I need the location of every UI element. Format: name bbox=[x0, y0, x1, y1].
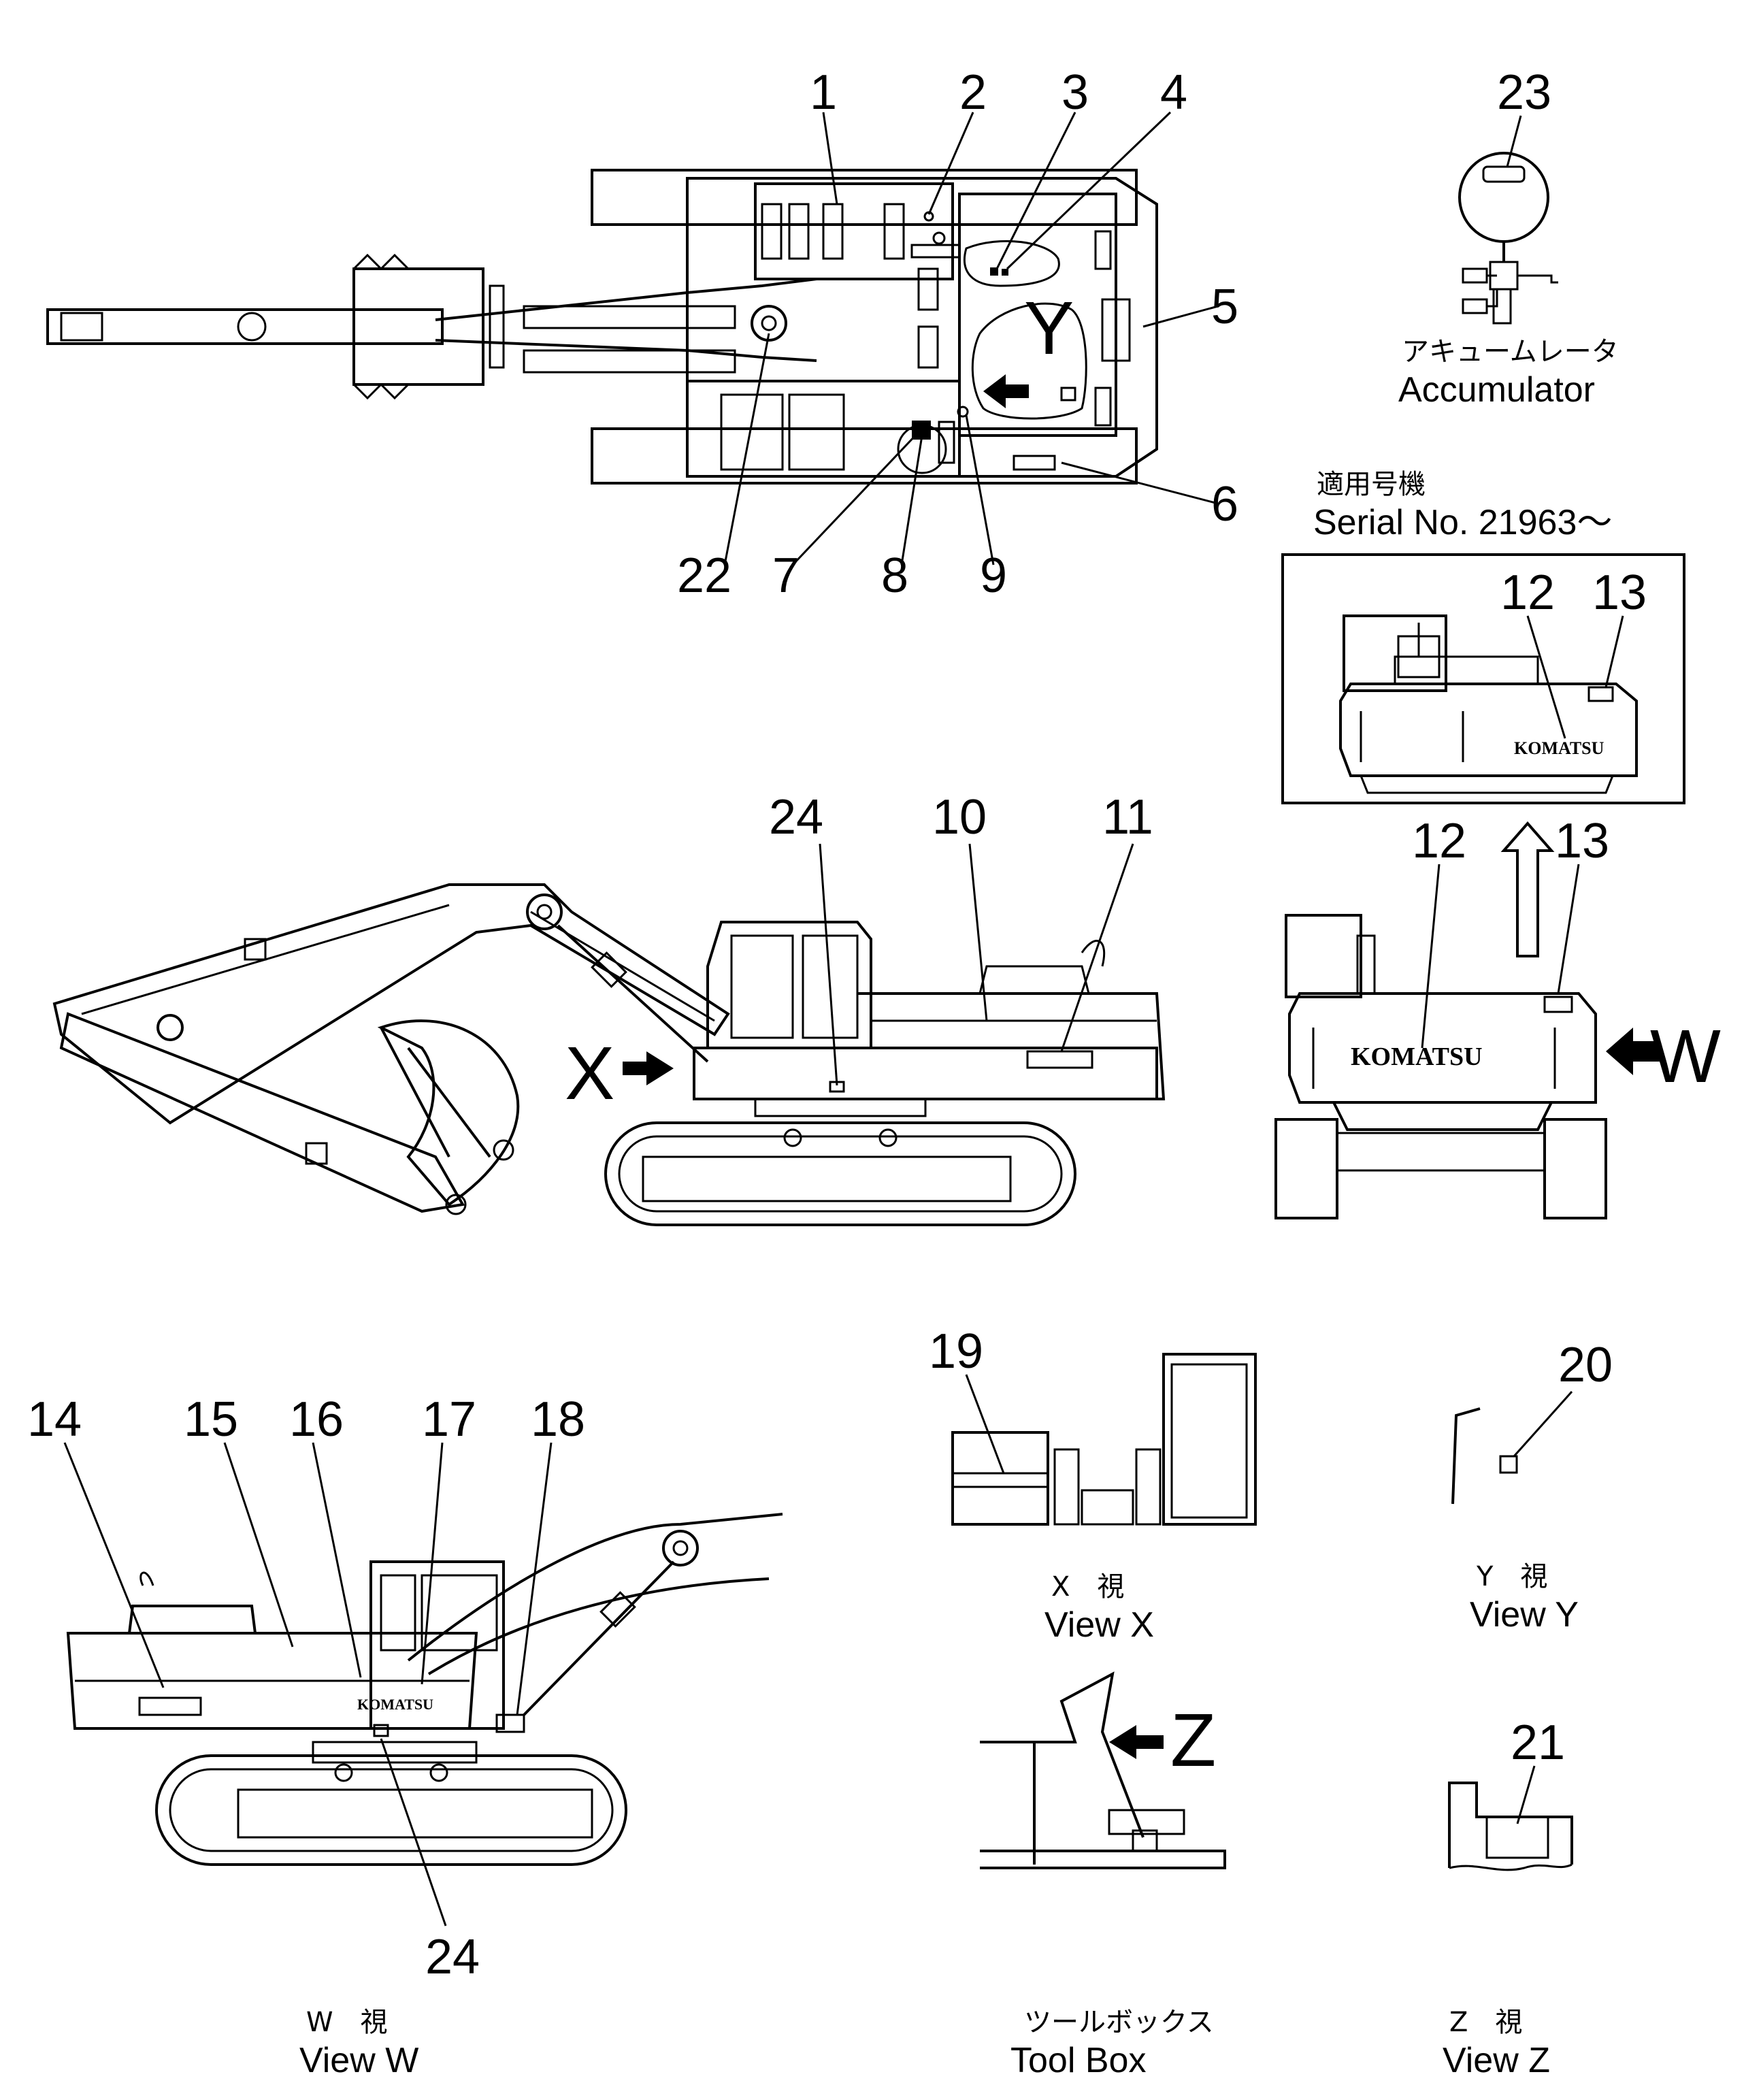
callout-13-upper: 13 bbox=[1592, 565, 1647, 620]
callout-11: 11 bbox=[1102, 790, 1153, 844]
tool-box-caption: Tool Box bbox=[1010, 2041, 1146, 2080]
view-w-caption: View W bbox=[299, 2041, 418, 2080]
callout-12-upper: 12 bbox=[1500, 565, 1555, 620]
view-w-detail: KOMATSU 14 15 16 17 18 24 W 視 View W bbox=[27, 1392, 783, 2080]
callout-16: 16 bbox=[289, 1392, 344, 1447]
view-y-caption: View Y bbox=[1470, 1595, 1579, 1635]
view-y-caption-jp: Y 視 bbox=[1476, 1561, 1547, 1592]
callout-14: 14 bbox=[27, 1392, 82, 1447]
callout-7: 7 bbox=[772, 548, 800, 603]
view-x-arrow-label: X bbox=[565, 1032, 614, 1115]
view-y-detail: 20 Y 視 View Y bbox=[1453, 1338, 1613, 1635]
callout-1: 1 bbox=[810, 65, 837, 120]
accumulator-label: Accumulator bbox=[1398, 370, 1595, 410]
callout-21: 21 bbox=[1511, 1716, 1565, 1770]
callout-24-side: 24 bbox=[769, 790, 823, 844]
top-view-callouts: 1 2 3 4 5 6 22 7 8 9 Y bbox=[677, 65, 1238, 603]
callout-23: 23 bbox=[1497, 65, 1551, 120]
callout-20: 20 bbox=[1558, 1338, 1613, 1392]
view-w-caption-jp: W 視 bbox=[306, 2007, 388, 2038]
callout-6: 6 bbox=[1211, 477, 1238, 531]
view-w-arrow-label: W bbox=[1650, 1015, 1721, 1098]
callout-10: 10 bbox=[932, 790, 987, 844]
side-view-excavator: X bbox=[54, 885, 1164, 1225]
callout-12-lower: 12 bbox=[1412, 814, 1466, 868]
callout-2: 2 bbox=[959, 65, 987, 120]
view-z-caption: View Z bbox=[1443, 2041, 1550, 2080]
callout-9: 9 bbox=[980, 548, 1007, 603]
callout-24-view-w: 24 bbox=[425, 1930, 480, 1984]
view-z-detail: 21 Z 視 View Z bbox=[1443, 1716, 1572, 2080]
callout-8: 8 bbox=[881, 548, 908, 603]
accumulator-label-jp: アキュームレータ bbox=[1402, 336, 1619, 367]
callout-18: 18 bbox=[531, 1392, 585, 1447]
top-view-leaders bbox=[725, 112, 1218, 565]
tool-box-caption-jp: ツールボックス bbox=[1024, 2007, 1214, 2038]
view-y-arrow-label: Y bbox=[1024, 286, 1074, 370]
callout-17: 17 bbox=[422, 1392, 476, 1447]
brand-logo-view-w: KOMATSU bbox=[357, 1696, 433, 1713]
view-z-arrow-label: Z bbox=[1170, 1699, 1216, 1782]
view-x-detail: 19 X 視 View X bbox=[929, 1324, 1255, 1645]
serial-label: Serial No. 21963～ bbox=[1313, 503, 1612, 542]
brand-logo-lower: KOMATSU bbox=[1351, 1043, 1483, 1071]
callout-4: 4 bbox=[1160, 65, 1187, 120]
view-x-caption-jp: X 視 bbox=[1051, 1571, 1124, 1603]
rear-view-new-serial: KOMATSU 12 13 bbox=[1283, 555, 1684, 803]
view-z-caption-jp: Z 視 bbox=[1449, 2007, 1522, 2038]
view-x-caption: View X bbox=[1044, 1605, 1154, 1645]
callout-13-lower: 13 bbox=[1555, 814, 1609, 868]
callout-15: 15 bbox=[184, 1392, 238, 1447]
callout-19: 19 bbox=[929, 1324, 983, 1379]
tool-box-detail: Z ツールボックス Tool Box bbox=[980, 1674, 1225, 2080]
callout-5: 5 bbox=[1211, 280, 1238, 334]
top-view-excavator bbox=[48, 170, 1157, 483]
callout-22: 22 bbox=[677, 548, 731, 603]
serial-label-jp: 適用号機 bbox=[1317, 469, 1426, 500]
accumulator-detail: 23 アキュームレータ Accumulator bbox=[1398, 65, 1619, 410]
callout-3: 3 bbox=[1061, 65, 1089, 120]
serial-note: 適用号機 Serial No. 21963～ bbox=[1313, 469, 1612, 542]
rear-view-w: 12 13 KOMATSU W bbox=[1276, 814, 1721, 1218]
side-view-callouts: 24 10 11 bbox=[769, 790, 1153, 1085]
brand-logo-upper: KOMATSU bbox=[1514, 738, 1604, 758]
